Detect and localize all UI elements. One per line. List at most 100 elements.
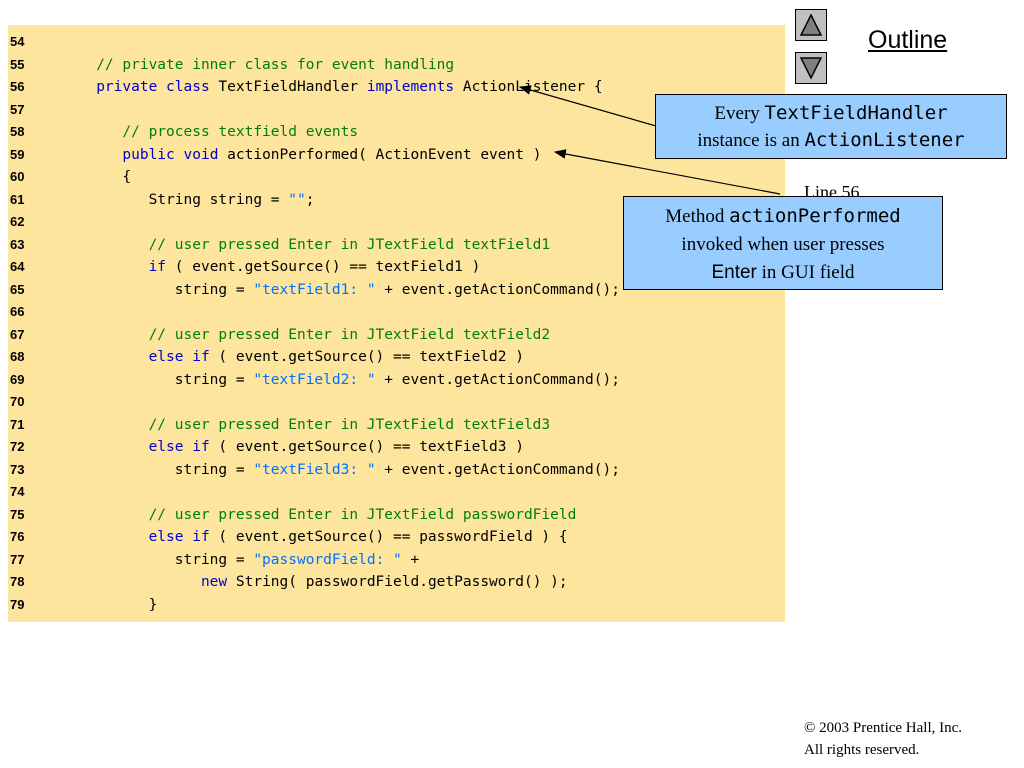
code-token: ( event.getSource() == textField2 ) <box>209 349 524 365</box>
callout2-method-name: actionPerformed <box>729 205 901 227</box>
code-text: // process textfield events <box>70 121 358 144</box>
line-number: 58 <box>10 124 25 139</box>
code-token: else if <box>148 529 210 545</box>
code-text: string = "passwordField: " + <box>70 549 419 572</box>
copyright-notice: © 2003 Prentice Hall, Inc. All rights re… <box>804 717 962 761</box>
callout1-interface-name: ActionListener <box>804 129 965 151</box>
code-text: else if ( event.getSource() == textField… <box>70 436 524 459</box>
code-token: ( event.getSource() == passwordField ) { <box>209 529 568 545</box>
code-token: // user pressed Enter in JTextField pass… <box>70 506 577 523</box>
line-number: 71 <box>10 416 25 432</box>
code-token: "textField2: " <box>253 371 376 388</box>
next-slide-button[interactable] <box>795 52 827 84</box>
code-text: if ( event.getSource() == textField1 ) <box>70 256 481 279</box>
code-text: string = "textField2: " + event.getActio… <box>70 369 620 392</box>
callout2-text-pre: Method <box>665 206 730 227</box>
callout1-text-mid: instance is an <box>697 130 805 151</box>
line-number: 65 <box>10 281 25 297</box>
code-token: // user pressed Enter in JTextField text… <box>70 416 551 433</box>
code-text: private class TextFieldHandler implement… <box>70 76 603 99</box>
code-token: actionPerformed( ActionEvent event ) <box>218 146 542 163</box>
code-text: // user pressed Enter in JTextField text… <box>70 234 551 257</box>
previous-slide-button[interactable] <box>795 9 827 41</box>
line-number: 76 <box>10 529 25 544</box>
callout-textfieldhandler: Every TextFieldHandler instance is an Ac… <box>655 94 1007 159</box>
line-number: 59 <box>10 146 25 162</box>
code-text: } <box>70 594 158 617</box>
code-text: new String( passwordField.getPassword() … <box>70 571 568 594</box>
line-number: 57 <box>10 101 25 117</box>
line-number: 54 <box>10 34 25 49</box>
code-text: // user pressed Enter in JTextField text… <box>70 324 551 347</box>
code-token: String string = <box>70 191 289 208</box>
code-token: else if <box>148 349 210 365</box>
line-number: 67 <box>10 326 25 342</box>
copyright-line1: 2003 Prentice Hall, Inc. <box>815 720 963 736</box>
callout-actionperformed: Method actionPerformed invoked when user… <box>623 196 943 290</box>
code-token: ; <box>305 191 315 208</box>
line-number: 68 <box>10 349 25 364</box>
callout1-class-name: TextFieldHandler <box>764 102 948 124</box>
code-token: + <box>401 551 420 568</box>
code-token: + event.getActionCommand(); <box>375 461 620 478</box>
triangle-down-icon <box>799 57 823 80</box>
line-number: 77 <box>10 551 25 567</box>
code-token: "" <box>288 191 306 208</box>
code-text: string = "textField3: " + event.getActio… <box>70 459 620 482</box>
code-token: else if <box>148 439 210 455</box>
line-number: 63 <box>10 236 25 252</box>
code-token: string = <box>70 371 254 388</box>
line-number: 72 <box>10 439 25 454</box>
code-token: ActionListener { <box>454 79 603 95</box>
code-token: "passwordField: " <box>253 551 402 568</box>
line-number: 75 <box>10 506 25 522</box>
code-token: implements <box>366 79 455 95</box>
callout2-key-name: Enter <box>711 262 757 283</box>
callout1-text-pre: Every <box>714 103 765 124</box>
code-token <box>70 574 201 590</box>
code-token: if <box>148 259 167 275</box>
code-text: // private inner class for event handlin… <box>70 54 454 77</box>
code-text: // user pressed Enter in JTextField pass… <box>70 504 577 527</box>
code-token: string = <box>70 551 254 568</box>
code-token: TextFieldHandler <box>209 79 367 95</box>
code-token: String( passwordField.getPassword() ); <box>227 574 568 590</box>
copyright-line2: All rights reserved. <box>804 742 920 758</box>
code-text: public void actionPerformed( ActionEvent… <box>70 144 541 167</box>
code-token: string = <box>70 281 254 298</box>
line-number: 61 <box>10 191 25 207</box>
code-token: // user pressed Enter in JTextField text… <box>70 326 551 343</box>
code-token <box>70 349 149 365</box>
line-number: 66 <box>10 304 25 319</box>
code-token: ( event.getSource() == textField1 ) <box>166 259 481 275</box>
code-token: new <box>200 574 228 590</box>
code-text: { <box>70 166 131 189</box>
line-number: 64 <box>10 259 25 274</box>
code-token <box>70 147 122 163</box>
line-number: 55 <box>10 56 25 72</box>
code-text: String string = ""; <box>70 189 315 212</box>
line-number: 74 <box>10 484 25 499</box>
triangle-up-icon <box>799 13 823 36</box>
callout2-text-post: in GUI field <box>756 262 855 283</box>
code-token: + event.getActionCommand(); <box>375 281 620 298</box>
code-token: public void <box>122 146 219 163</box>
code-token <box>70 439 149 455</box>
code-text: string = "textField1: " + event.getActio… <box>70 279 620 302</box>
code-token <box>70 79 96 95</box>
code-token: { <box>70 169 132 185</box>
code-token: // user pressed Enter in JTextField text… <box>70 236 551 253</box>
outline-link[interactable]: Outline <box>868 26 948 54</box>
code-token <box>70 259 149 275</box>
code-text: // user pressed Enter in JTextField text… <box>70 414 551 437</box>
line-number: 73 <box>10 461 25 477</box>
code-token: // private inner class for event handlin… <box>70 56 455 73</box>
code-token: "textField3: " <box>253 461 376 478</box>
line-number: 70 <box>10 394 25 409</box>
code-token: + event.getActionCommand(); <box>375 371 620 388</box>
code-token: private class <box>96 79 210 95</box>
code-token: ( event.getSource() == textField3 ) <box>209 439 524 455</box>
code-token: // process textfield events <box>70 124 359 140</box>
line-number: 62 <box>10 214 25 229</box>
code-text: else if ( event.getSource() == textField… <box>70 346 524 369</box>
